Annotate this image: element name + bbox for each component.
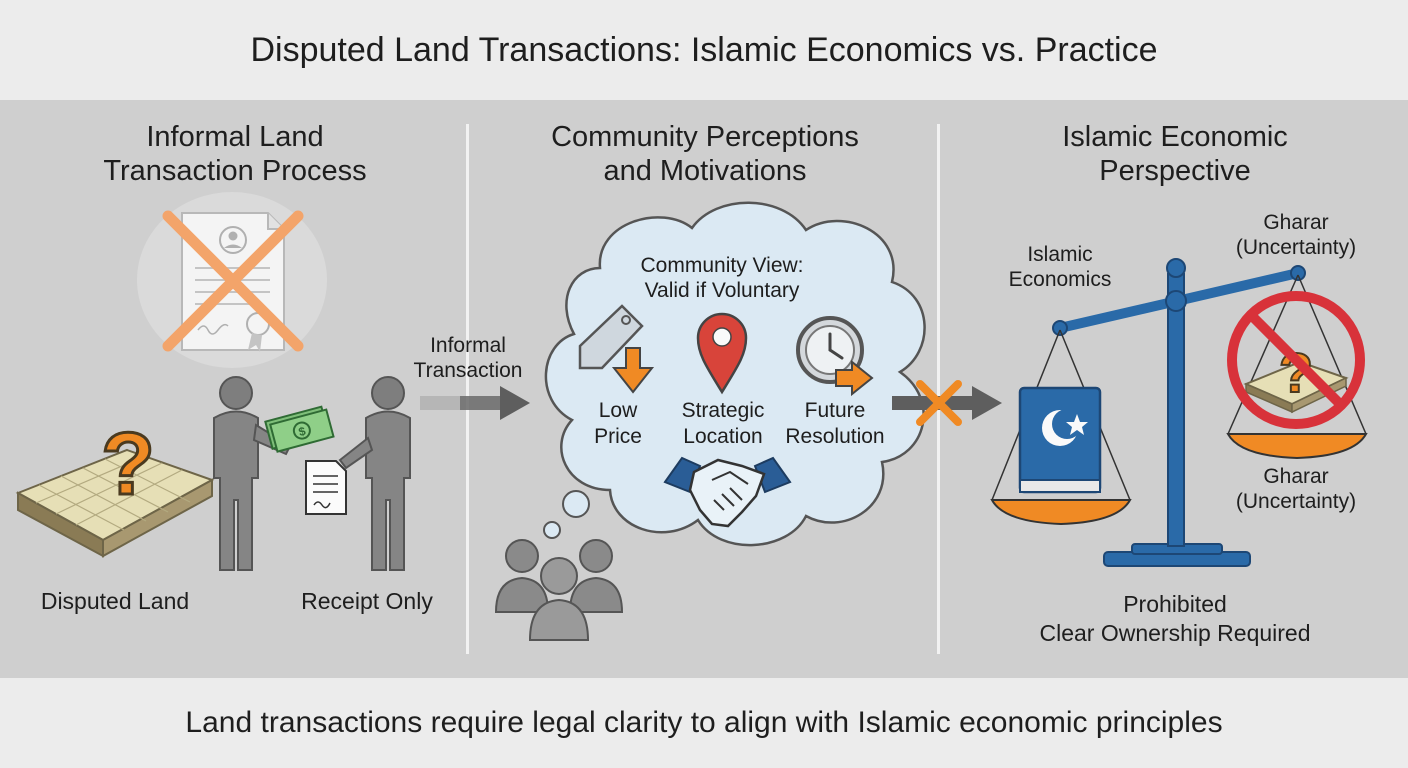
price-tag-down-icon [578, 304, 655, 394]
motivation-future-resolution: Future Resolution [776, 398, 894, 450]
panel-2-title-line1: Community Perceptions [551, 121, 859, 153]
islamic-economics-line1: Islamic [1027, 243, 1093, 266]
informal-transaction-line1: Informal [430, 334, 506, 357]
seller-person-icon [213, 376, 292, 571]
footer-caption: Land transactions require legal clarity … [0, 678, 1408, 768]
map-pin-icon [696, 312, 748, 395]
panel-3-title-line1: Islamic Economic [1062, 121, 1288, 153]
motivation-line1: Future [804, 399, 866, 422]
gharar-bottom-line1: Gharar [1263, 465, 1329, 488]
thought-cloud [543, 201, 926, 547]
gharar-top-label: Gharar (Uncertainty) [1226, 210, 1366, 260]
community-view-line2: Valid if Voluntary [644, 279, 800, 302]
clock-arrow-icon [796, 316, 874, 397]
community-view-line1: Community View: [640, 254, 804, 277]
buyer-person-icon [338, 376, 411, 571]
islamic-economics-label: Islamic Economics [990, 242, 1130, 292]
panel-divider [466, 124, 469, 654]
rejected-arrow [892, 380, 1002, 426]
disputed-land-plot-icon: ? [15, 413, 215, 558]
panel-3-title-line2: Perspective [1099, 155, 1251, 187]
motivation-line1: Low [598, 399, 638, 422]
informal-transaction-arrow [420, 386, 530, 420]
informal-transaction-line2: Transaction [413, 359, 523, 382]
motivation-line2: Price [594, 425, 642, 448]
community-group-icon [494, 539, 624, 641]
panel-3-title: Islamic Economic Perspective [980, 120, 1370, 188]
motivation-low-price: Low Price [572, 398, 664, 450]
panel-1-title-line1: Informal Land [146, 121, 324, 153]
panel-1-title: Informal Land Transaction Process [40, 120, 430, 188]
crossed-deed-icon [137, 192, 327, 368]
gharar-top-line2: (Uncertainty) [1235, 236, 1357, 259]
handshake-icon [663, 456, 792, 528]
panel-1-title-line2: Transaction Process [103, 155, 367, 187]
cash-money-icon: $ [264, 405, 335, 453]
motivation-line2: Location [683, 425, 763, 448]
panel-divider [937, 124, 940, 654]
gharar-bottom-line2: (Uncertainty) [1235, 490, 1357, 513]
svg-text:$: $ [297, 424, 307, 439]
gharar-bottom-label: Gharar (Uncertainty) [1226, 464, 1366, 514]
islamic-economics-line2: Economics [1008, 268, 1112, 291]
page-title: Disputed Land Transactions: Islamic Econ… [0, 0, 1408, 100]
receipt-only-label: Receipt Only [301, 588, 433, 614]
motivation-line1: Strategic [681, 399, 765, 422]
quran-book-icon [1018, 386, 1102, 494]
svg-text:?: ? [101, 414, 155, 513]
verdict-label: Prohibited Clear Ownership Required [1010, 590, 1340, 648]
panel-2-title-line2: and Motivations [603, 155, 807, 187]
verdict-line2: Clear Ownership Required [1039, 620, 1311, 646]
disputed-land-label: Disputed Land [40, 588, 190, 614]
motivation-line2: Resolution [785, 425, 885, 448]
informal-transaction-label: Informal Transaction [398, 333, 538, 383]
gharar-top-line1: Gharar [1263, 211, 1329, 234]
panel-2-title: Community Perceptions and Motivations [490, 120, 920, 188]
verdict-line1: Prohibited [1123, 591, 1227, 617]
prohibited-uncertain-land-icon: ? [1227, 291, 1365, 429]
motivation-strategic-location: Strategic Location [668, 398, 778, 450]
receipt-document-icon [305, 460, 347, 515]
community-view-heading: Community View: Valid if Voluntary [612, 253, 832, 303]
